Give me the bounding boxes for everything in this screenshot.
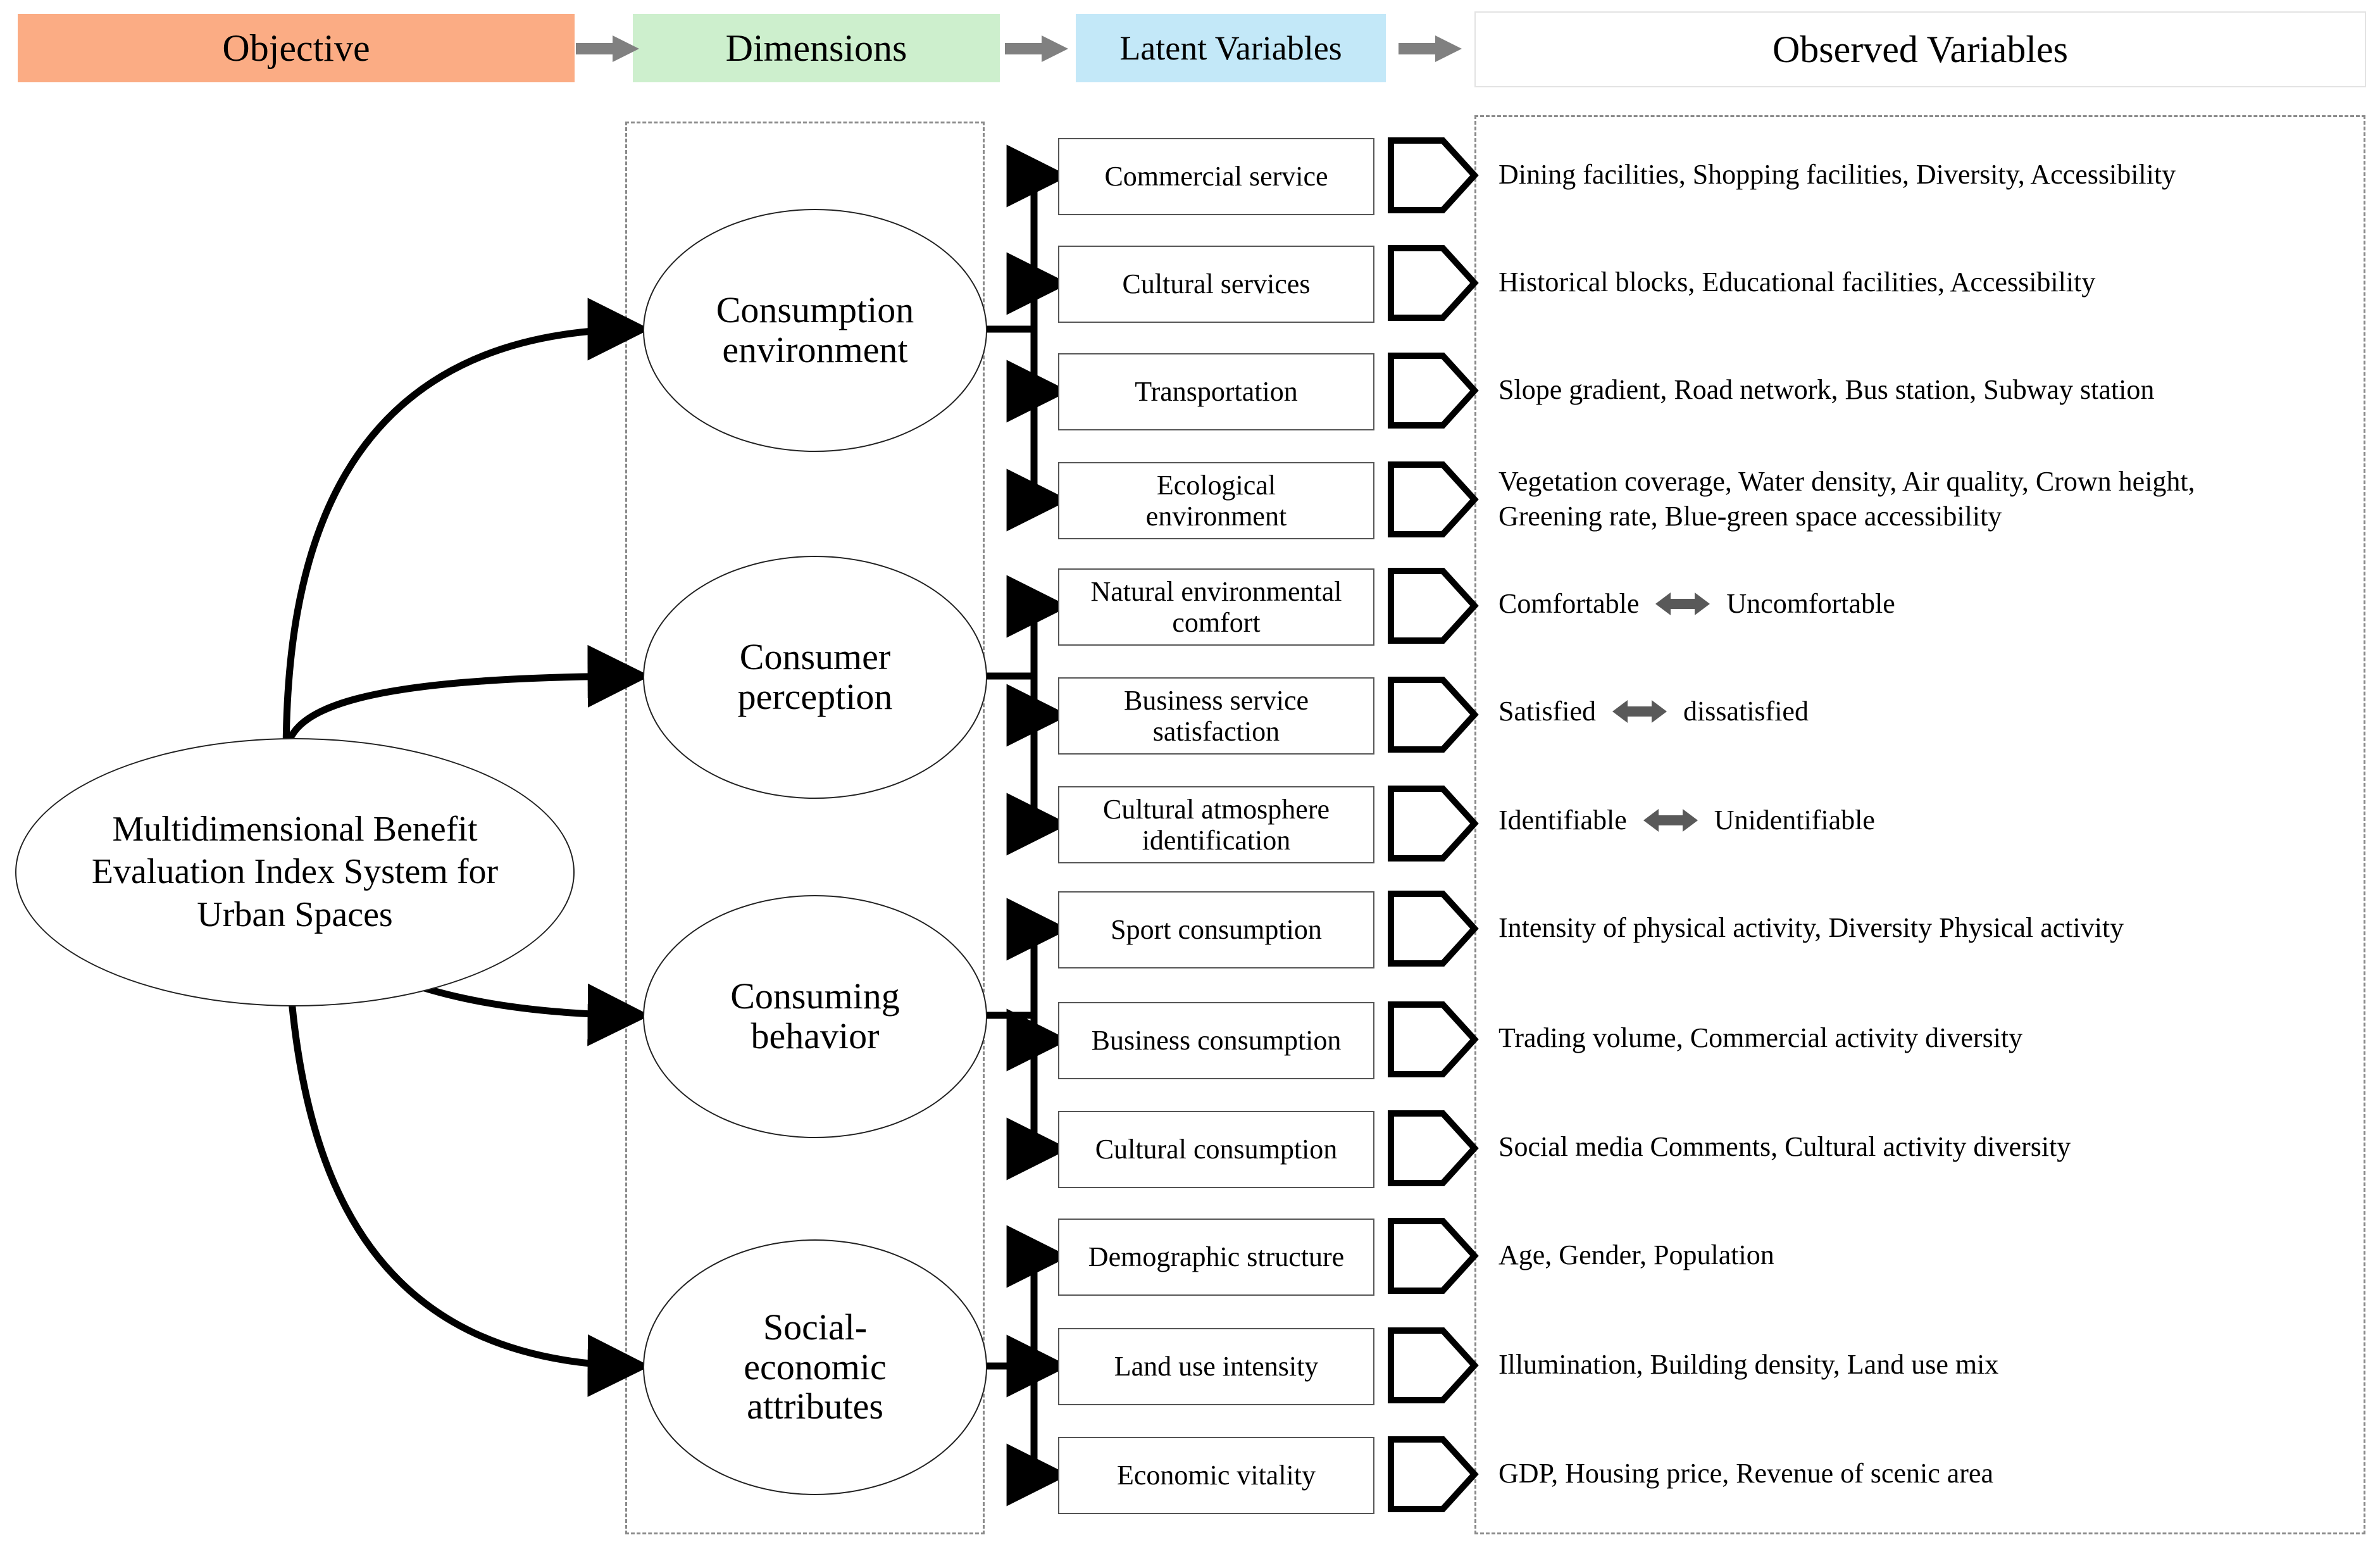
latent-box-business-consumption: Business consumption [1058, 1002, 1374, 1079]
bipolar-right-label: dissatisfied [1683, 696, 1809, 727]
bipolar-right-label: Uncomfortable [1726, 588, 1895, 619]
dimension-ellipse-consuming-behavior: Consuming behavior [643, 895, 987, 1138]
header-arrow-3-icon [1399, 35, 1462, 62]
header-arrow-1-icon [576, 35, 639, 62]
bipolar-left-label: Identifiable [1498, 805, 1627, 836]
observed-text-transportation: Slope gradient, Road network, Bus statio… [1498, 374, 2155, 405]
latent-box-cultural-services: Cultural services [1058, 246, 1374, 323]
double-arrow-icon [1612, 699, 1667, 724]
latent-box-transportation: Transportation [1058, 353, 1374, 430]
dimension-ellipse-social-economic-attributes: Social- economic attributes [643, 1239, 987, 1495]
dimension-ellipse-consumer-perception: Consumer perception [643, 556, 987, 799]
observed-text-commercial-service: Dining facilities, Shopping facilities, … [1498, 159, 2176, 190]
observed-bipolar-satisfaction: Satisfied dissatisfied [1498, 695, 1809, 727]
header-dimensions: Dimensions [633, 14, 1000, 82]
observed-text-cultural-services: Historical blocks, Educational facilitie… [1498, 266, 2096, 298]
dimension-ellipse-consumption-environment: Consumption environment [643, 209, 987, 452]
latent-box-business-service-satisfaction: Business service satisfaction [1058, 677, 1374, 755]
double-arrow-icon [1643, 808, 1698, 833]
latent-box-sport-consumption: Sport consumption [1058, 891, 1374, 968]
header-objective: Objective [18, 14, 575, 82]
observed-text-ecological-environment: Vegetation coverage, Water density, Air … [1498, 466, 2195, 532]
latent-box-demographic-structure: Demographic structure [1058, 1219, 1374, 1296]
header-arrow-2-icon [1005, 35, 1068, 62]
bipolar-left-label: Comfortable [1498, 588, 1640, 619]
latent-box-cultural-consumption: Cultural consumption [1058, 1111, 1374, 1188]
latent-box-natural-environmental-comfort: Natural environmental comfort [1058, 568, 1374, 646]
observed-bipolar-comfort: Comfortable Uncomfortable [1498, 587, 1895, 620]
header-latent-variables: Latent Variables [1076, 14, 1386, 82]
observed-text-business-consumption: Trading volume, Commercial activity dive… [1498, 1022, 2023, 1053]
objective-ellipse: Multidimensional Benefit Evaluation Inde… [15, 738, 575, 1006]
bipolar-left-label: Satisfied [1498, 696, 1596, 727]
bipolar-right-label: Unidentifiable [1714, 805, 1875, 836]
observed-text-economic-vitality: GDP, Housing price, Revenue of scenic ar… [1498, 1458, 1993, 1489]
latent-box-land-use-intensity: Land use intensity [1058, 1328, 1374, 1405]
double-arrow-icon [1655, 591, 1710, 617]
observed-text-cultural-consumption: Social media Comments, Cultural activity… [1498, 1131, 2071, 1162]
latent-box-commercial-service: Commercial service [1058, 138, 1374, 215]
observed-text-demographic-structure: Age, Gender, Population [1498, 1239, 1774, 1270]
latent-box-economic-vitality: Economic vitality [1058, 1437, 1374, 1514]
latent-box-cultural-atmosphere-identification: Cultural atmosphere identification [1058, 786, 1374, 863]
observed-text-land-use-intensity: Illumination, Building density, Land use… [1498, 1349, 1999, 1380]
observed-text-sport-consumption: Intensity of physical activity, Diversit… [1498, 912, 2124, 943]
latent-box-ecological-environment: Ecological environment [1058, 462, 1374, 539]
dimensions-group-frame [625, 122, 985, 1534]
observed-bipolar-identification: Identifiable Unidentifiable [1498, 804, 1875, 836]
header-observed-variables: Observed Variables [1474, 11, 2366, 87]
